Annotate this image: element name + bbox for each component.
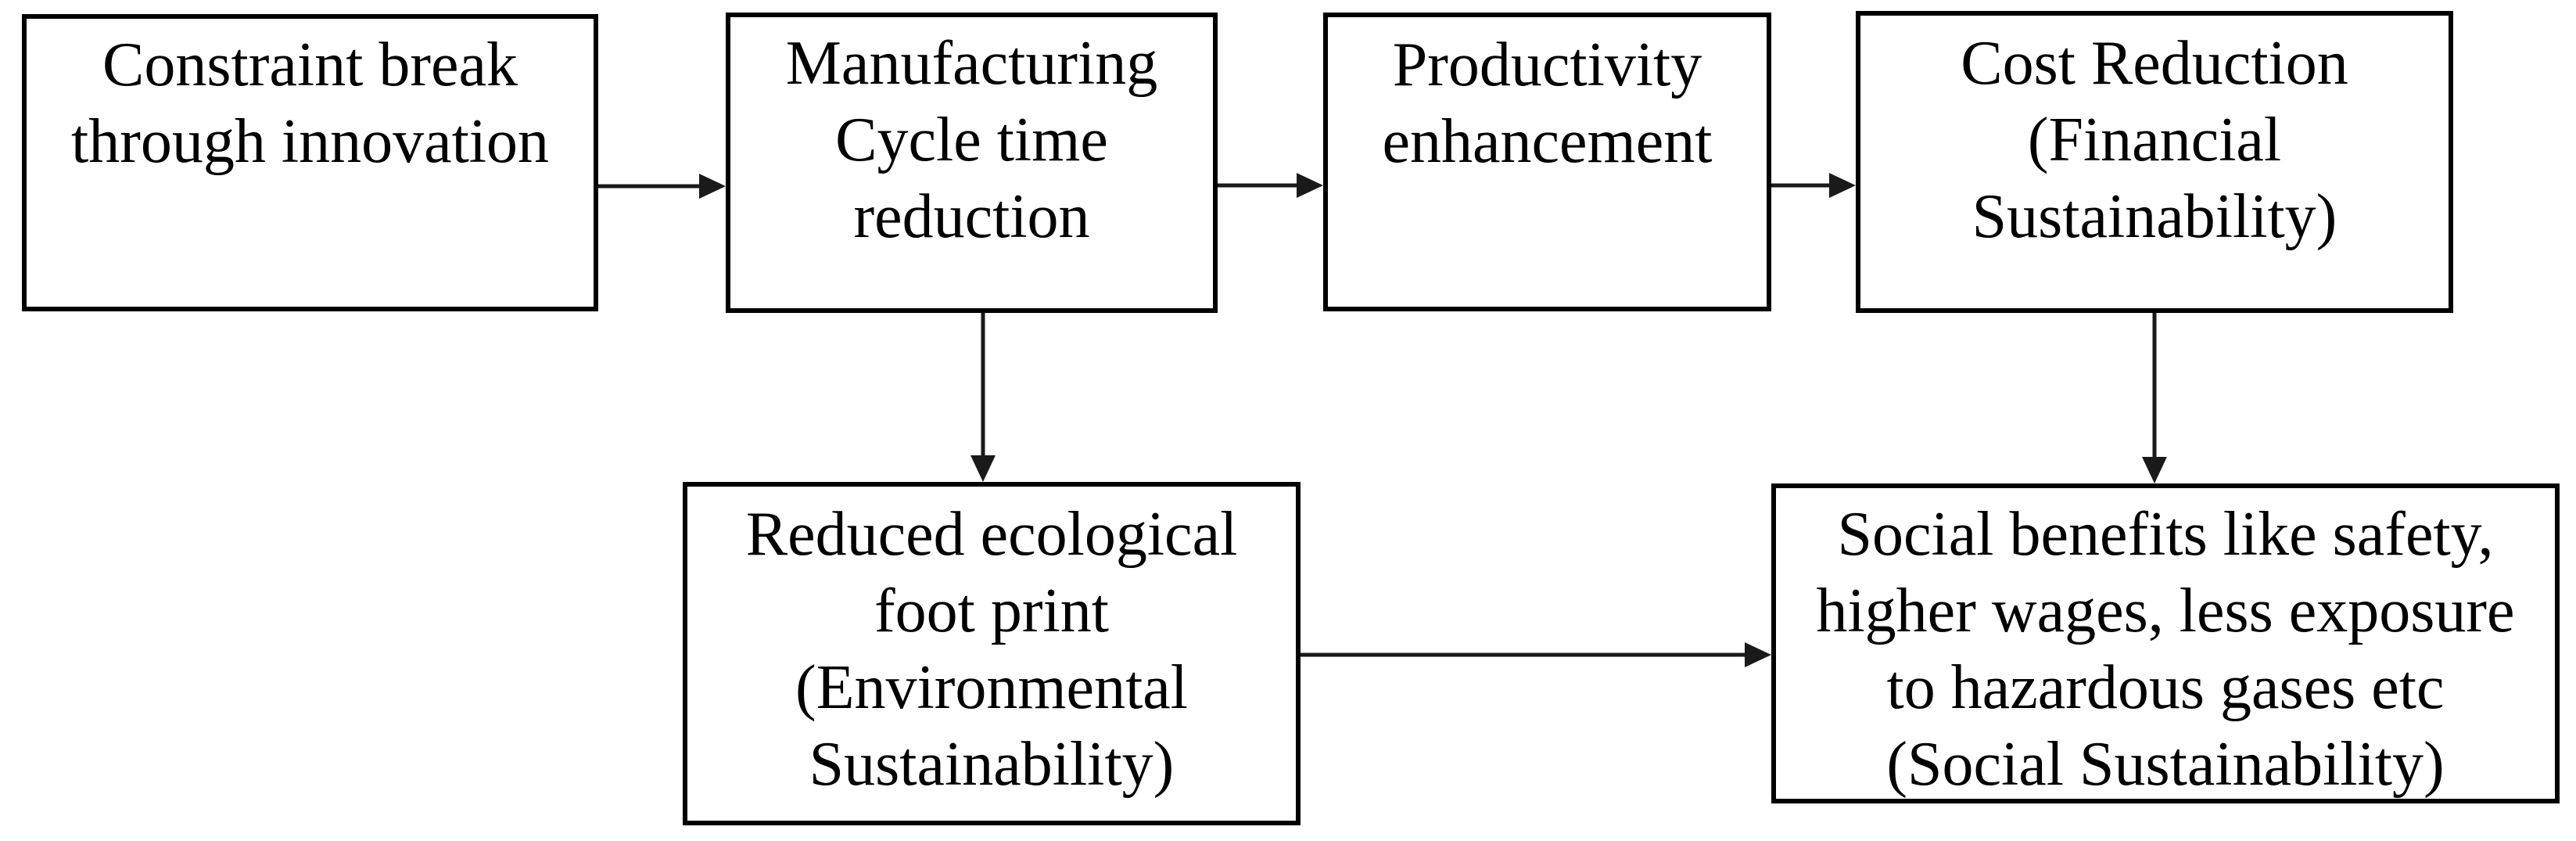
arrow-constraint-to-cycletime [598, 174, 726, 199]
arrow-costreduction-to-social [2142, 313, 2167, 483]
arrow-productivity-to-costreduction [1771, 173, 1856, 198]
node-label: Social benefits like safety, higher wage… [1816, 500, 2515, 799]
arrow-ecological-to-social [1301, 642, 1771, 667]
node-cost-reduction: Cost Reduction (Financial Sustainability… [1856, 11, 2453, 313]
node-label: Manufacturing Cycle time reduction [785, 29, 1158, 251]
arrow-cycletime-to-ecological [970, 313, 996, 482]
node-label: Reduced ecological foot print (Environme… [745, 500, 1238, 799]
node-cycle-time-reduction: Manufacturing Cycle time reduction [726, 13, 1218, 313]
node-social-benefits: Social benefits like safety, higher wage… [1771, 483, 2560, 803]
node-label: Cost Reduction (Financial Sustainability… [1961, 29, 2348, 251]
node-productivity-enhancement: Productivity enhancement [1323, 13, 1771, 311]
node-constraint-breakthrough: Constraint break through innovation [22, 14, 598, 311]
node-label: Productivity enhancement [1382, 31, 1713, 176]
arrow-cycletime-to-productivity [1218, 173, 1323, 198]
node-ecological-footprint: Reduced ecological foot print (Environme… [683, 482, 1301, 825]
node-label: Constraint break through innovation [70, 31, 550, 176]
